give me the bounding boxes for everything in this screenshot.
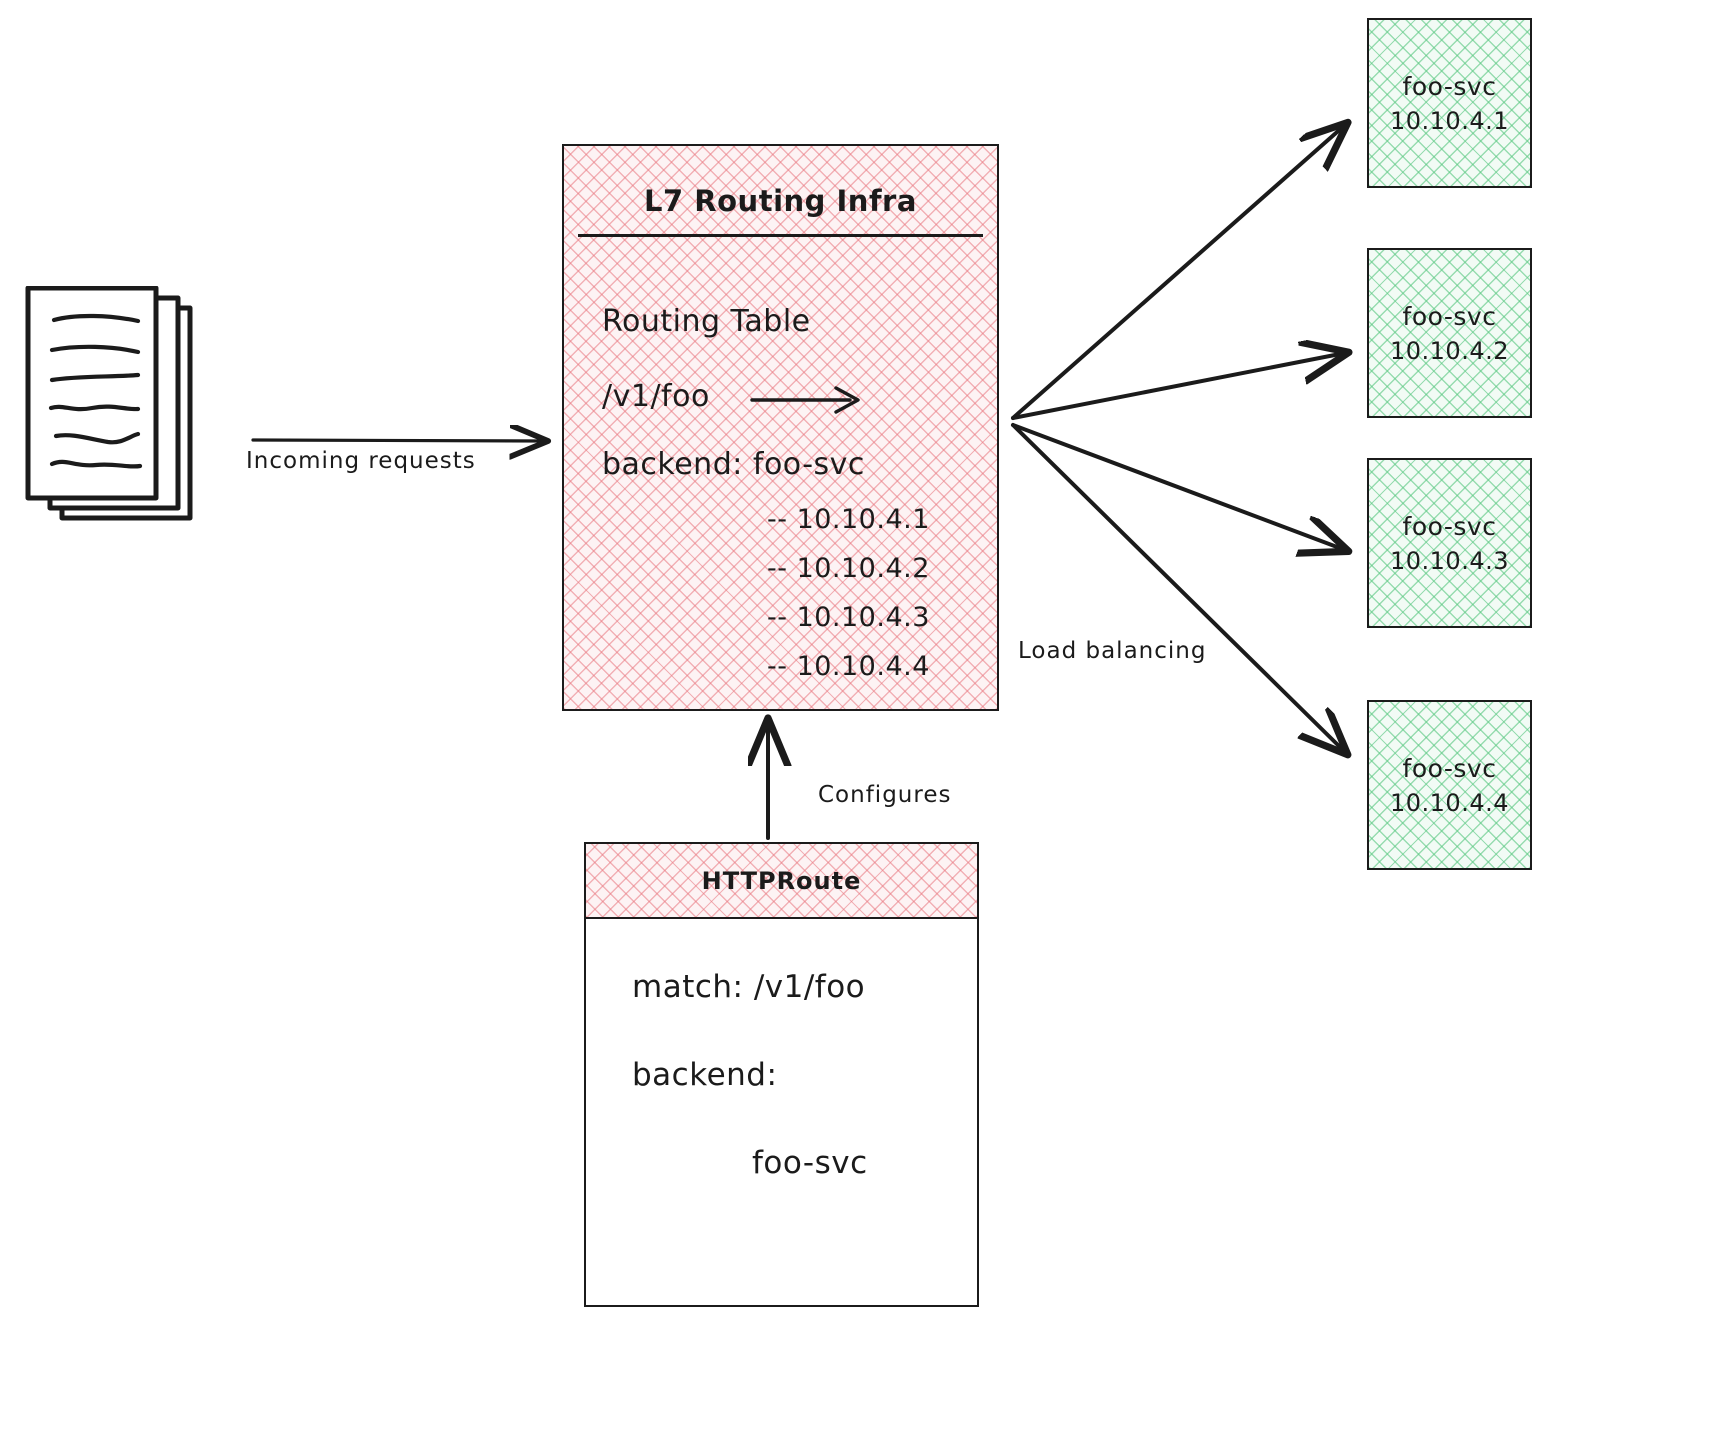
routing-endpoint: -- 10.10.4.2 [767,553,930,584]
service-node-foo-svc-2: foo-svc 10.10.4.2 [1367,248,1532,418]
service-ip: 10.10.4.1 [1389,106,1509,135]
edge-to-svc-2 [1011,353,1345,420]
routing-backend-line: backend: foo-svc [602,447,865,482]
service-name: foo-svc [1402,71,1497,101]
edge-to-svc-1 [1011,125,1345,420]
edge-label-configures: Configures [818,782,952,808]
httproute-node: HTTPRoute match: /v1/foo backend: foo-sv… [584,842,979,1307]
l7-routing-infra-node: L7 Routing Infra Routing Table /v1/foo b… [562,144,999,711]
service-ip: 10.10.4.4 [1389,788,1509,817]
httproute-backend-value: foo-svc [752,1145,868,1181]
document-stack-icon [14,285,214,536]
edge-to-svc-4 [1011,423,1345,752]
service-node-foo-svc-1: foo-svc 10.10.4.1 [1367,18,1532,188]
httproute-backend-line: backend: [632,1057,778,1093]
edge-incoming-requests [251,440,545,441]
l7-title: L7 Routing Infra [644,184,917,218]
service-ip: 10.10.4.2 [1389,336,1509,365]
service-name: foo-svc [1402,301,1497,331]
service-ip: 10.10.4.3 [1389,546,1509,575]
routing-endpoint: -- 10.10.4.3 [767,602,930,633]
edge-label-incoming-requests: Incoming requests [246,448,476,474]
edge-label-load-balancing: Load balancing [1018,638,1207,664]
service-node-foo-svc-4: foo-svc 10.10.4.4 [1367,700,1532,870]
routing-rule-row: /v1/foo [602,379,983,417]
httproute-body: match: /v1/foo backend: foo-svc [632,969,967,1181]
httproute-header-label: HTTPRoute [701,866,862,895]
routing-endpoint: -- 10.10.4.4 [767,651,930,682]
service-node-foo-svc-3: foo-svc 10.10.4.3 [1367,458,1532,628]
routing-table: Routing Table /v1/foo backend: foo-svc -… [602,304,983,700]
service-name: foo-svc [1402,511,1497,541]
routing-rule-path: /v1/foo [602,379,710,414]
l7-title-divider [578,234,983,237]
edge-to-svc-3 [1011,423,1345,550]
httproute-header: HTTPRoute [586,844,977,919]
routing-table-heading: Routing Table [602,304,811,339]
service-name: foo-svc [1402,753,1497,783]
httproute-match-line: match: /v1/foo [632,969,866,1005]
arrow-right-icon [750,385,866,423]
routing-endpoint: -- 10.10.4.1 [767,504,930,535]
